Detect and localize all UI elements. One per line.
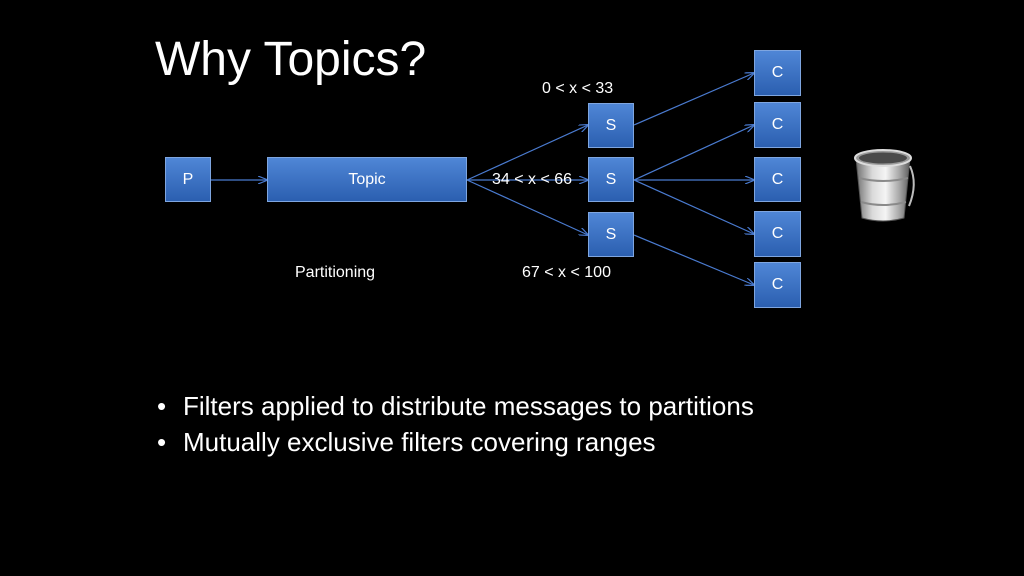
- slide-title: Why Topics?: [155, 33, 427, 86]
- arrow-s1-c1: [633, 73, 754, 126]
- consumer-box-2: C: [754, 102, 801, 148]
- consumer-label: C: [771, 276, 784, 293]
- consumer-box-5: C: [754, 262, 801, 308]
- topic-label: Topic: [348, 170, 386, 188]
- subscriber-box-3: S: [588, 212, 634, 257]
- consumer-label: C: [771, 225, 784, 242]
- bullet-list: Filters applied to distribute messages t…: [155, 388, 754, 460]
- topic-box: Topic: [267, 157, 467, 202]
- subscriber-label: S: [605, 225, 617, 243]
- arrow-s3-c5: [633, 234, 754, 285]
- bucket-icon: [854, 149, 915, 222]
- arrow-s2-c2: [633, 125, 754, 181]
- consumer-box-4: C: [754, 211, 801, 257]
- bullet-item: Mutually exclusive filters covering rang…: [155, 424, 754, 460]
- consumer-label: C: [771, 170, 784, 188]
- arrow-topic-s3: [466, 179, 588, 235]
- subscriber-label: S: [605, 170, 617, 188]
- subscriber-label: S: [605, 116, 617, 134]
- producer-label: P: [182, 170, 194, 188]
- range-label-2: 34 < x < 66: [492, 171, 573, 188]
- producer-box: P: [165, 157, 211, 202]
- consumer-box-3: C: [754, 157, 801, 202]
- subscriber-box-1: S: [588, 103, 634, 148]
- consumer-label: C: [771, 116, 784, 133]
- range-label-1: 0 < x < 33: [542, 80, 614, 97]
- partitioning-label: Partitioning: [295, 264, 376, 281]
- bullet-item: Filters applied to distribute messages t…: [155, 388, 754, 424]
- consumer-box-1: C: [754, 50, 801, 96]
- subscriber-box-2: S: [588, 157, 634, 202]
- arrow-s2-c4: [633, 179, 754, 234]
- range-label-3: 67 < x < 100: [522, 264, 611, 281]
- consumer-label: C: [771, 64, 784, 81]
- arrow-topic-s1: [466, 125, 588, 181]
